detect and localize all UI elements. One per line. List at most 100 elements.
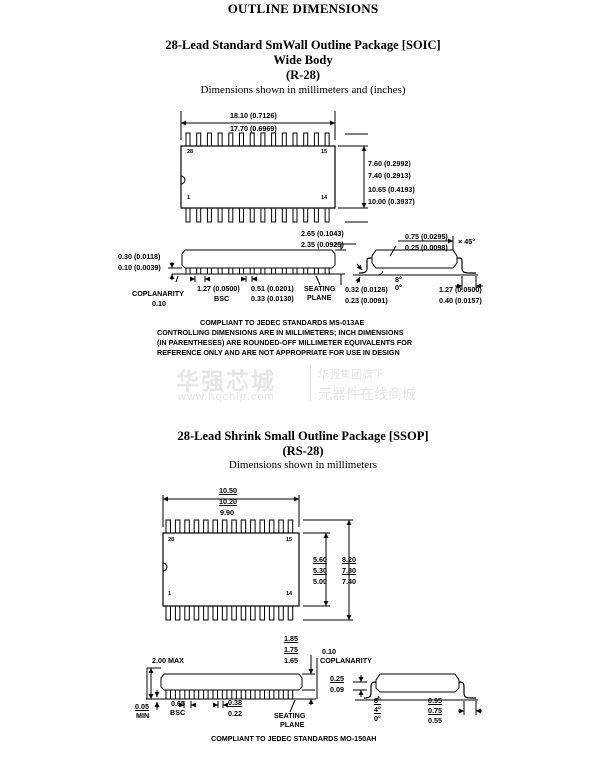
ssop-pin (203, 605, 209, 621)
soic-side-pin (271, 267, 277, 275)
watermark-url: www.hqchip.com (178, 391, 275, 403)
soic-pin (239, 207, 244, 223)
soic-chamfer-min: 0.25 (0.0098) (405, 243, 448, 252)
ssop-pin-15: 15 (286, 537, 293, 543)
ssop-lead-width-min: 0.22 (228, 709, 242, 718)
soic-pin (217, 132, 223, 147)
ssop-angle-max: 8° (374, 696, 381, 705)
ssop-side-pin (184, 689, 190, 700)
soic-subtitle: Wide Body (273, 53, 333, 67)
soic-side-pin (324, 267, 330, 275)
ssop-pin (193, 519, 200, 534)
soic-height-min: 2.35 (0.0925) (301, 240, 344, 249)
ssop-code: (RS-28) (282, 444, 324, 458)
ssop-coplanarity-label: COPLANARITY (320, 656, 372, 665)
soic-pin1-notch (180, 175, 186, 185)
soic-body-width-min: 7.40 (0.2913) (368, 171, 411, 180)
soic-pin (303, 132, 309, 147)
ssop-lead-thick-min: 0.09 (330, 685, 344, 694)
ssop-length-min: 9.90 (220, 508, 234, 517)
ssop-side-pin (259, 689, 265, 700)
ssop-pin (174, 605, 181, 621)
soic-pin-14: 14 (321, 195, 328, 201)
watermark-tag-2: 元器件在线商城 (318, 386, 416, 402)
ssop-pin (287, 605, 294, 621)
soic-overall-width-min: 10.00 (0.3937) (368, 197, 415, 206)
soic-note-2: (IN PARENTHESES) ARE ROUNDED-OFF MILLIME… (157, 338, 413, 347)
ssop-pin-14: 14 (286, 591, 293, 597)
soic-side-pins (185, 267, 330, 275)
soic-units-note: Dimensions shown in millimeters and (inc… (200, 84, 406, 96)
soic-chamfer-angle: × 45° (458, 237, 476, 246)
soic-pin (206, 207, 212, 223)
soic-length-min: 17.70 (0.6969) (230, 124, 277, 133)
ssop-pin (278, 605, 284, 621)
ssop-side-pin (268, 689, 275, 700)
ssop-side-pin (174, 689, 181, 700)
soic-seating-line2: PLANE (307, 293, 332, 302)
ssop-compliance: COMPLIANT TO JEDEC STANDARDS MO-150AH (211, 734, 377, 743)
soic-side-pin (249, 267, 255, 275)
soic-pin-28: 28 (187, 149, 194, 155)
soic-side-pin (292, 267, 298, 275)
ssop-pin (221, 519, 228, 534)
ssop-side-pin (212, 689, 218, 700)
ssop-pin (174, 519, 181, 534)
ssop-pin (231, 519, 237, 534)
soic-foot-max: 1.27 (0.0500) (439, 285, 482, 294)
soic-pin (271, 132, 277, 147)
ssop-pin (184, 605, 190, 621)
ssop-pin (231, 605, 237, 621)
soic-compliance: COMPLIANT TO JEDEC STANDARDS MS-013AE (200, 318, 365, 327)
soic-pin (228, 132, 234, 147)
page-title: OUTLINE DIMENSIONS (227, 1, 379, 16)
soic-lead-width-min: 0.33 (0.0130) (251, 294, 294, 303)
soic-side-pin (228, 267, 234, 275)
soic-pin (249, 207, 255, 223)
ssop-title: 28-Lead Shrink Small Outline Package [SS… (177, 429, 429, 443)
ssop-pin (212, 605, 218, 621)
soic-angle-min: 0° (395, 283, 402, 292)
soic-pin (239, 132, 244, 147)
ssop-body (162, 532, 300, 607)
soic-lead-detail (353, 236, 483, 290)
soic-pin (249, 132, 255, 147)
soic-body (180, 145, 336, 209)
ssop-foot-max: 0.95 (428, 696, 442, 705)
watermark-brand: 华强芯城 (176, 368, 276, 394)
ssop-lead-detail (353, 673, 482, 715)
ssop-pin (212, 519, 218, 534)
soic-side-pin (303, 267, 309, 275)
ssop-seating-line2: PLANE (280, 720, 305, 729)
watermark-divider (310, 365, 311, 401)
soic-side-pin (196, 267, 202, 275)
soic-overall-width-max: 10.65 (0.4193) (368, 185, 415, 194)
ssop-side-pin (250, 689, 256, 700)
ssop-overall-width-max: 8.20 (342, 555, 356, 564)
soic-coplanarity-label: COPLANARITY (132, 289, 184, 298)
ssop-pin (259, 519, 265, 534)
ssop-units-note: Dimensions shown in millimeters (228, 459, 378, 471)
ssop-pin (203, 519, 209, 534)
soic-pin-15: 15 (321, 149, 328, 155)
soic-length-max: 18.10 (0.7126) (230, 111, 277, 120)
ssop-pin (221, 605, 228, 621)
soic-standoff-min: 0.10 (0.0039) (118, 263, 161, 272)
ssop-pin (165, 519, 171, 534)
soic-body-width-max: 7.60 (0.2992) (368, 159, 411, 168)
soic-code: (R-28) (285, 68, 320, 82)
soic-side-body (181, 249, 336, 269)
soic-side-pin (239, 267, 244, 275)
ssop-body-h-max: 1.85 (284, 634, 298, 643)
soic-pin (185, 207, 191, 223)
ssop-side-pin (278, 689, 284, 700)
ssop-pin1-notch (162, 562, 168, 572)
ssop-pin (278, 519, 284, 534)
soic-pin (271, 207, 277, 223)
ssop-min-label: MIN (136, 711, 150, 720)
soic-side-view (168, 243, 356, 286)
ssop-length-max: 10.50 (219, 486, 237, 495)
ssop-lead-thick-max: 0.25 (330, 674, 344, 683)
soic-pin (281, 132, 287, 147)
